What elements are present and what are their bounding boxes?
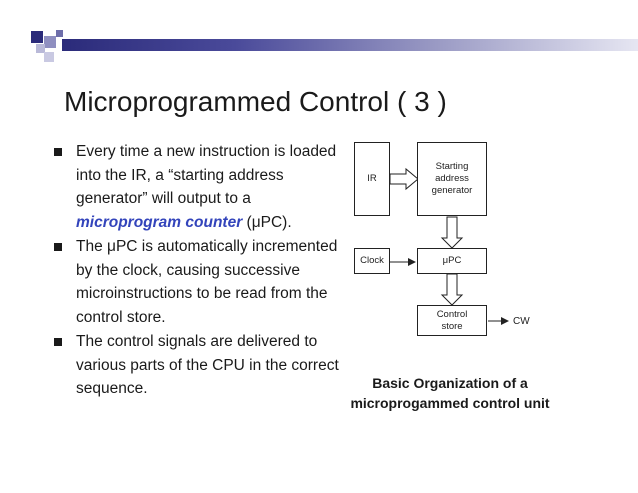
header-gradient-bar [62,39,638,51]
decor-square [44,52,54,62]
bullet-text-run: (μPC). [242,213,292,231]
bullet-text: The μPC is automatically incremented by … [76,235,344,329]
decor-square [56,30,63,37]
generator-to-upc-arrow [440,216,464,249]
bullet-item: The control signals are delivered to var… [54,330,344,401]
slide-title: Microprogrammed Control ( 3 ) [64,86,447,117]
ir-box: IR [354,142,390,216]
generator-label-line: Starting [435,161,469,172]
upc-box: μPC [417,248,487,274]
upc-to-store-arrow [440,273,464,306]
generator-label-line: generator [431,185,473,196]
bullet-text-run: Every time a new instruction is loaded i… [76,143,337,207]
control-store-label: Control store [437,309,468,333]
control-store-box: Control store [417,305,487,336]
starting-address-generator-box: Starting address generator [417,142,487,216]
bullet-text: Every time a new instruction is loaded i… [76,140,344,234]
bullet-text-run: The μPC is automatically incremented by … [76,238,338,326]
caption-line: Basic Organization of a [372,375,528,391]
caption-line: microprogammed control unit [350,395,550,411]
ir-to-generator-arrow [389,167,419,191]
bullet-list: Every time a new instruction is loaded i… [54,140,344,402]
control-store-label-line: Control [436,308,468,320]
clock-box: Clock [354,248,390,274]
clock-label: Clock [360,255,384,266]
control-store-label-line: store [441,320,463,332]
bullet-square-icon [54,148,62,156]
bullet-item: The μPC is automatically incremented by … [54,235,344,329]
diagram-caption: Basic Organization of a microprogammed c… [340,373,560,413]
generator-label-line: address [435,173,469,184]
bullet-text-run: The control signals are delivered to var… [76,333,339,397]
bullet-item: Every time a new instruction is loaded i… [54,140,344,234]
decor-square [31,31,43,43]
bullet-square-icon [54,338,62,346]
decor-square [44,36,56,48]
bullet-square-icon [54,243,62,251]
emphasized-term: microprogram counter [76,213,243,231]
ir-label: IR [367,173,377,184]
bullet-text: The control signals are delivered to var… [76,330,344,401]
generator-label: Starting address generator [432,161,473,197]
cw-label: CW [513,316,530,327]
upc-label: μPC [442,255,462,266]
diagram-arrows [386,167,509,325]
control-unit-diagram: IR Starting address generator Clock μPC … [340,135,580,355]
decor-square [36,44,45,53]
